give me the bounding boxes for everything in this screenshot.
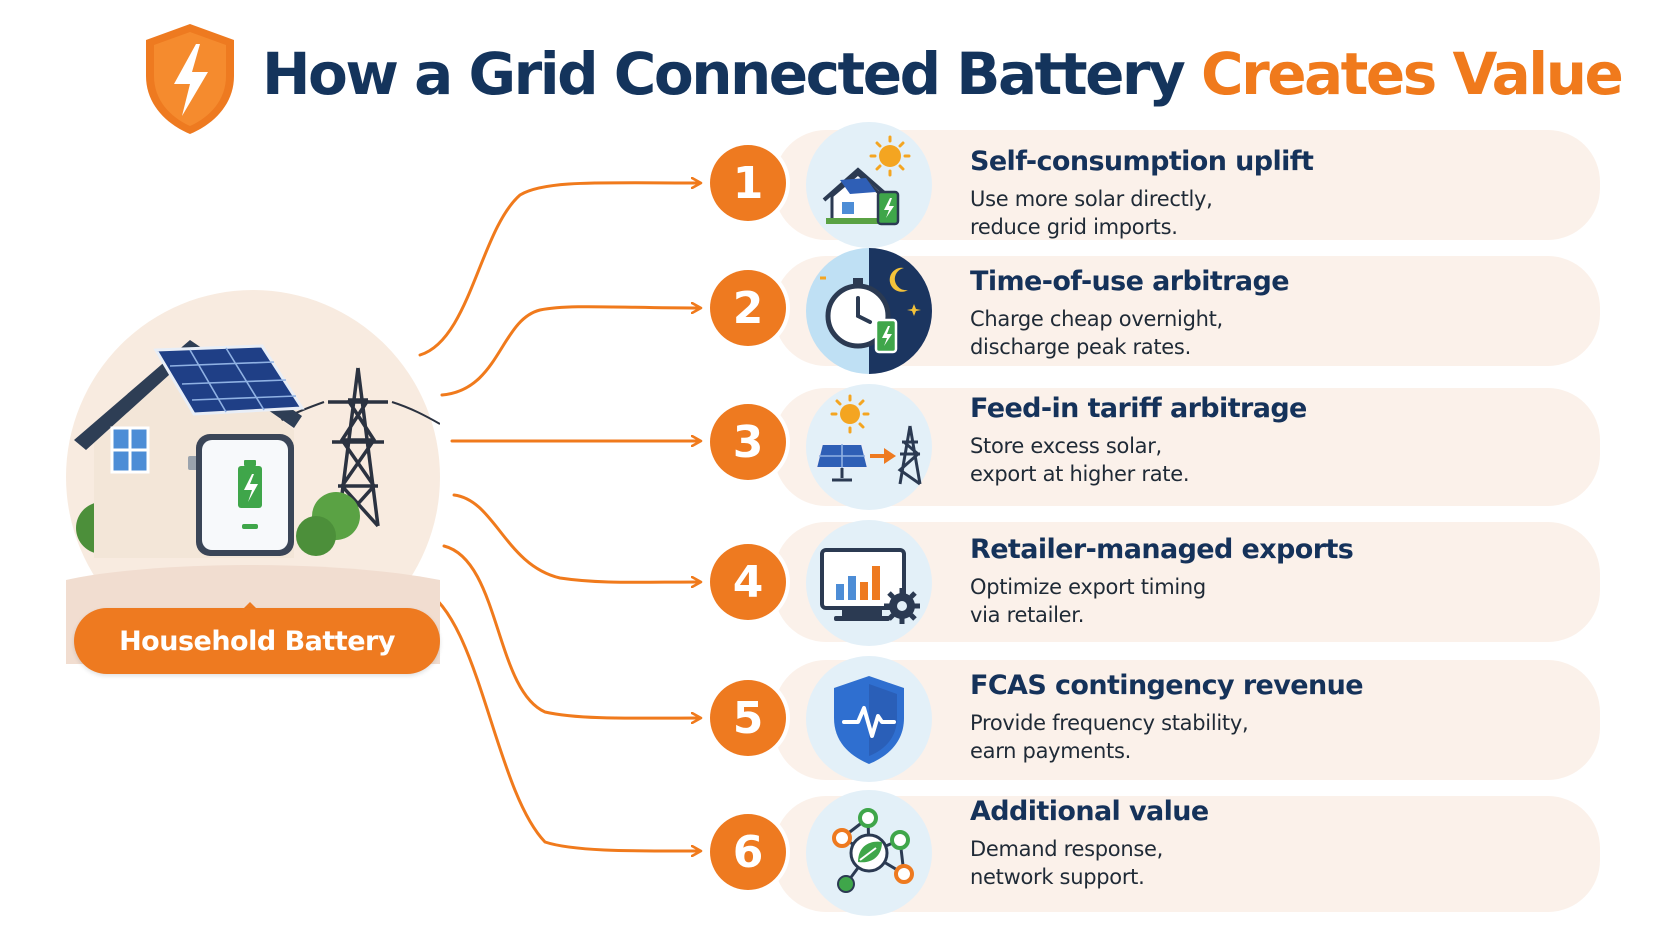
clock-moon-battery-icon — [806, 248, 932, 374]
item-text: Time-of-use arbitrage Charge cheap overn… — [970, 266, 1570, 361]
item-desc-line: Optimize export timing — [970, 575, 1206, 599]
shield-pulse-icon — [806, 656, 932, 782]
title-main: How a Grid Connected Battery — [262, 40, 1186, 108]
page-title: How a Grid Connected Battery Creates Val… — [262, 40, 1624, 108]
item-text: Retailer-managed exports Optimize export… — [970, 534, 1570, 629]
item-title: Feed-in tariff arbitrage — [970, 393, 1307, 424]
network-leaf-icon — [806, 790, 932, 916]
connector-6 — [422, 588, 700, 851]
item-text: Self-consumption uplift Use more solar d… — [970, 146, 1570, 241]
item-description: Optimize export timing via retailer. — [970, 573, 1570, 629]
title-accent: Creates Value — [1201, 40, 1624, 108]
item-description: Provide frequency stability, earn paymen… — [970, 709, 1570, 765]
item-title: Additional value — [970, 796, 1209, 827]
item-text: Additional value Demand response, networ… — [970, 796, 1570, 891]
item-description: Use more solar directly, reduce grid imp… — [970, 185, 1570, 241]
number-badge: 1 — [710, 145, 786, 221]
item-text: Feed-in tariff arbitrage Store excess so… — [970, 393, 1570, 488]
number-badge: 3 — [710, 404, 786, 480]
item-title: Time-of-use arbitrage — [970, 266, 1290, 297]
header: How a Grid Connected Battery Creates Val… — [140, 18, 1624, 134]
item-desc-line: via retailer. — [970, 603, 1085, 627]
hub-label-pointer — [240, 602, 260, 612]
item-desc-line: export at higher rate. — [970, 462, 1190, 486]
shield-lightning-icon — [146, 24, 234, 134]
item-desc-line: Use more solar directly, — [970, 187, 1213, 211]
number-badge: 6 — [710, 814, 786, 890]
solar-panel-arrow-pylon-icon — [806, 384, 932, 510]
item-title: FCAS contingency revenue — [970, 670, 1364, 701]
item-desc-line: Store excess solar, — [970, 434, 1162, 458]
solar-house-battery-icon — [806, 122, 932, 248]
hub-label: Household Battery — [74, 608, 440, 674]
item-desc-line: discharge peak rates. — [970, 335, 1191, 359]
connector-5 — [442, 544, 700, 718]
item-description: Charge cheap overnight, discharge peak r… — [970, 305, 1570, 361]
item-text: FCAS contingency revenue Provide frequen… — [970, 670, 1570, 765]
item-desc-line: Demand response, — [970, 837, 1163, 861]
monitor-chart-gear-icon — [806, 520, 932, 646]
connector-1 — [418, 183, 700, 357]
number-badge: 5 — [710, 680, 786, 756]
item-desc-line: earn payments. — [970, 739, 1132, 763]
item-title: Self-consumption uplift — [970, 146, 1314, 177]
item-description: Demand response, network support. — [970, 835, 1570, 891]
item-desc-line: reduce grid imports. — [970, 215, 1178, 239]
item-desc-line: network support. — [970, 865, 1145, 889]
connector-2 — [440, 307, 700, 397]
item-title: Retailer-managed exports — [970, 534, 1354, 565]
item-description: Store excess solar, export at higher rat… — [970, 432, 1570, 488]
number-badge: 4 — [710, 544, 786, 620]
item-desc-line: Charge cheap overnight, — [970, 307, 1223, 331]
number-badge: 2 — [710, 270, 786, 346]
connector-4 — [452, 493, 700, 582]
item-desc-line: Provide frequency stability, — [970, 711, 1249, 735]
